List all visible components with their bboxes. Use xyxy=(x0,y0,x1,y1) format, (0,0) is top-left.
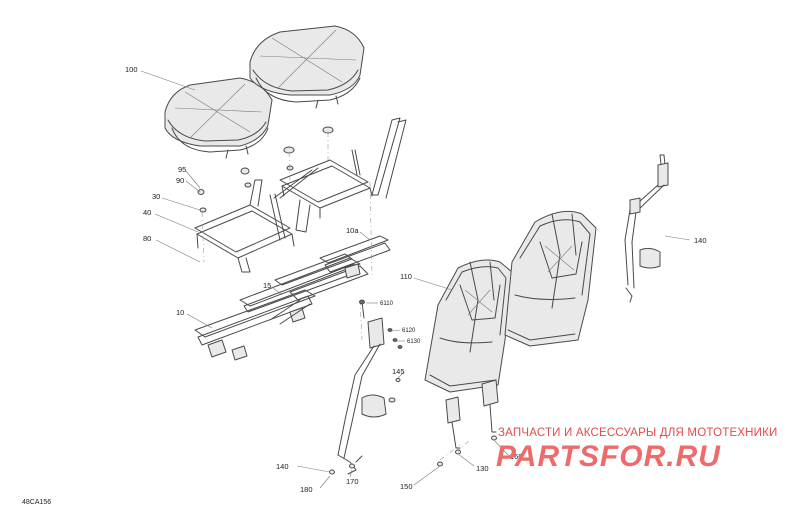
fasteners xyxy=(329,299,403,475)
seat-cushion-right xyxy=(249,25,365,109)
seat-cushion-left xyxy=(164,77,273,159)
diagram-code: 48CA156 xyxy=(22,499,51,506)
bucket-seat-left xyxy=(424,259,513,393)
callout-10a: 10a xyxy=(346,226,359,235)
callout-15: 15 xyxy=(263,281,271,290)
assembly-lines xyxy=(201,132,471,461)
watermark: ЗАПЧАСТИ И АКСЕССУАРЫ ДЛЯ МОТОТЕХНИКИ PA… xyxy=(496,427,778,473)
callout-140-left: 140 xyxy=(276,462,289,471)
callout-145: 145 xyxy=(392,367,405,376)
callout-170: 170 xyxy=(346,477,359,486)
callout-6110: 6110 xyxy=(380,301,394,307)
callout-6120: 6120 xyxy=(402,328,416,334)
callout-80: 80 xyxy=(143,234,151,243)
watermark-tagline: ЗАПЧАСТИ И АКСЕССУАРЫ ДЛЯ МОТОТЕХНИКИ xyxy=(498,427,778,439)
base-rail-front xyxy=(194,257,361,361)
callout-110: 110 xyxy=(400,272,412,281)
callout-160: 160 xyxy=(510,452,523,461)
callout-150: 150 xyxy=(400,482,413,491)
callout-40: 40 xyxy=(143,208,151,217)
seat-frame-rear xyxy=(279,117,407,233)
callout-180: 180 xyxy=(300,485,313,494)
bucket-seat-right xyxy=(504,210,597,347)
callout-140-right: 140 xyxy=(694,236,707,245)
callout-130: 130 xyxy=(476,464,489,473)
buckle-assemblies xyxy=(437,379,499,467)
callout-100: 100 xyxy=(125,65,138,74)
callout-30: 30 xyxy=(152,192,160,201)
seat-frame-front xyxy=(194,167,319,273)
callout-6130: 6130 xyxy=(407,339,421,345)
leader-lines xyxy=(140,70,691,489)
base-rail-rear xyxy=(274,235,391,301)
callout-95: 95 xyxy=(178,165,186,174)
watermark-logo: PARTSFOR.RU xyxy=(496,440,721,473)
seat-belt-right xyxy=(624,154,669,303)
callout-90: 90 xyxy=(176,176,184,185)
callout-10: 10 xyxy=(176,308,184,317)
callout-labels: 100 95 90 30 40 80 10a 15 10 110 6110 61… xyxy=(125,65,707,494)
seat-belt-left xyxy=(337,317,396,475)
